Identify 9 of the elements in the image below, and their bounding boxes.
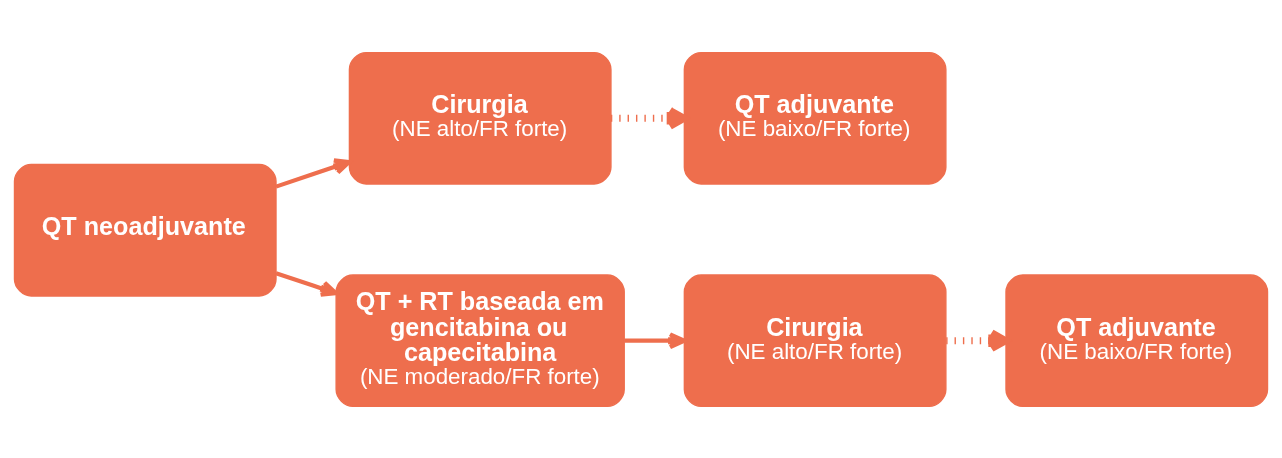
arrow — [275, 157, 352, 189]
node-box: QT adjuvante (NE baixo/FR forte) — [683, 51, 947, 185]
arrow — [275, 270, 339, 297]
node-box: Cirurgia (NE alto/FR forte) — [683, 273, 947, 407]
node-box: QT adjuvante (NE baixo/FR forte) — [1005, 273, 1269, 407]
node-box: Cirurgia (NE alto/FR forte) — [348, 51, 612, 185]
node-box: QT + RT baseada em gencitabina ou capecitabina (NE moderado/FR forte) — [335, 273, 625, 407]
node-box: QT neoadjuvante — [13, 163, 277, 297]
arrow — [624, 331, 687, 349]
